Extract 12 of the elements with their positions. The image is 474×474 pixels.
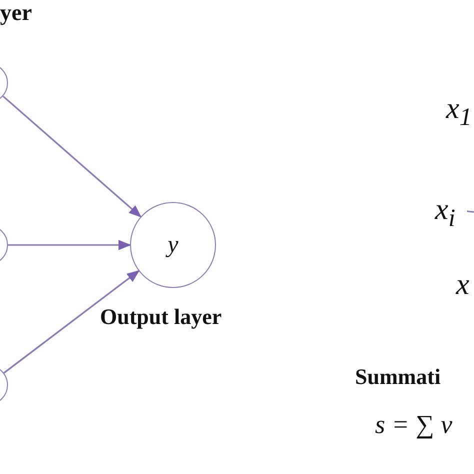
- section-heading: Summati: [355, 364, 441, 390]
- arrow: [2, 96, 142, 218]
- arrow: [3, 270, 140, 374]
- input-variable: x: [456, 268, 470, 302]
- input-variable: x$_{i}$: [435, 188, 456, 241]
- input-variable: x$_{1}$: [446, 92, 472, 132]
- output-variable: y: [168, 232, 178, 258]
- formula: s = ∑ v: [375, 410, 452, 440]
- layer-heading: yer: [0, 0, 32, 26]
- arrow: [8, 240, 132, 250]
- layer-caption: Output layer: [100, 304, 222, 330]
- connector-line: [466, 210, 474, 213]
